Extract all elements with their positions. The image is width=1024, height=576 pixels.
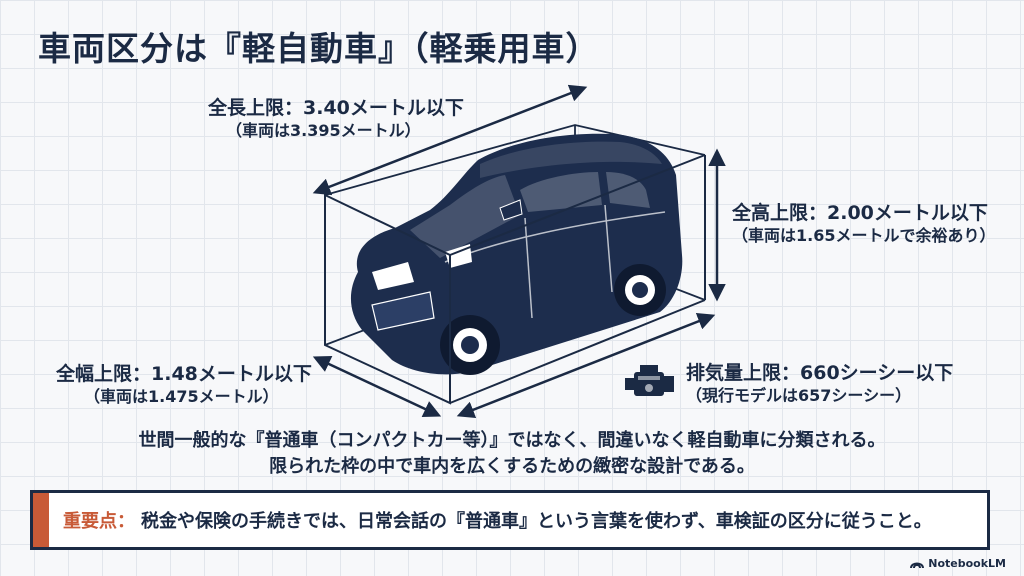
wheel-rear — [614, 264, 666, 316]
height-actual: （車両は1.65メートルで余裕あり） — [732, 225, 996, 245]
length-label: 全長上限：3.40メートル以下 （車両は3.395メートル） — [208, 97, 464, 141]
width-label: 全幅上限：1.48メートル以下 （車両は1.475メートル） — [56, 363, 312, 407]
length-limit: 全長上限：3.40メートル以下 — [208, 97, 464, 119]
length-arrow — [312, 84, 588, 196]
depth-arrow — [456, 312, 716, 419]
summary-text: 世間一般的な『普通車（コンパクトカー等）』ではなく、間違いなく軽自動車に分類され… — [0, 428, 1024, 480]
engine-icon — [625, 365, 674, 396]
displacement-limit: 排気量上限：660シーシー以下 — [686, 362, 954, 384]
notebooklm-icon — [910, 562, 925, 568]
summary-line-2: 限られた枠の中で車内を広くするための緻密な設計である。 — [269, 456, 755, 478]
callout-accent-bar — [33, 493, 49, 547]
width-arrow — [312, 355, 442, 418]
callout-text: 重要点： 税金や保険の手続きでは、日常会話の『普通車』という言葉を使わず、車検証の… — [49, 507, 932, 533]
width-actual: （車両は1.475メートル） — [84, 386, 279, 406]
callout-label: 重要点： — [63, 511, 135, 532]
displacement-actual: （現行モデルは657シーシー） — [686, 385, 912, 405]
important-callout: 重要点： 税金や保険の手続きでは、日常会話の『普通車』という言葉を使わず、車検証の… — [30, 490, 990, 550]
summary-line-1: 世間一般的な『普通車（コンパクトカー等）』ではなく、間違いなく軽自動車に分類され… — [138, 430, 886, 451]
logo-text: NotebookLM — [928, 557, 1006, 570]
length-actual: （車両は3.395メートル） — [226, 120, 421, 140]
page-title: 車両区分は『軽自動車』（軽乗用車） — [38, 29, 600, 68]
displacement-label: 排気量上限：660シーシー以下 （現行モデルは657シーシー） — [686, 362, 953, 406]
width-limit: 全幅上限：1.48メートル以下 — [56, 363, 312, 385]
callout-body: 税金や保険の手続きでは、日常会話の『普通車』という言葉を使わず、車検証の区分に従… — [141, 511, 932, 532]
height-limit: 全高上限：2.00メートル以下 — [732, 202, 988, 224]
car-silhouette — [350, 133, 683, 375]
height-label: 全高上限：2.00メートル以下 （車両は1.65メートルで余裕あり） — [732, 202, 995, 246]
brand-logo: NotebookLM — [910, 557, 1006, 570]
